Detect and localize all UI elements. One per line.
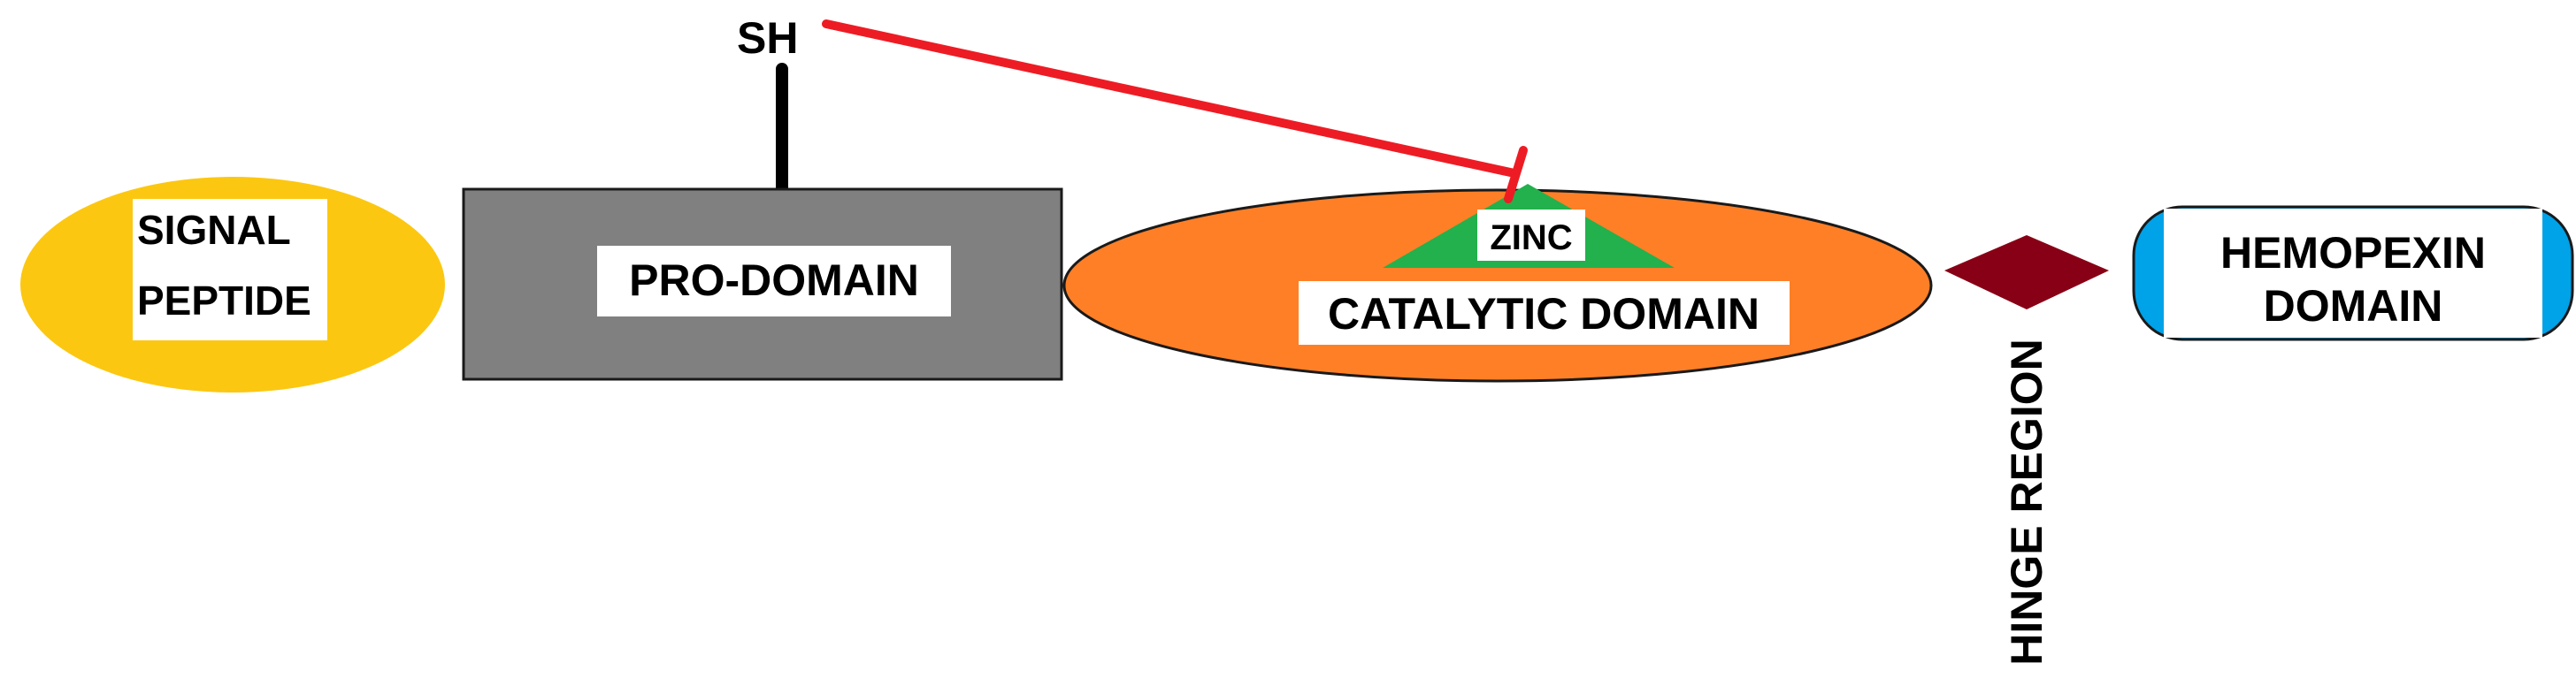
hemopexin-domain-label-line2: DOMAIN xyxy=(2264,281,2443,331)
hemopexin-domain: HEMOPEXIN DOMAIN xyxy=(2132,205,2574,341)
zinc-label-box xyxy=(1477,210,1585,261)
signal-peptide-label-line1: SIGNAL xyxy=(137,207,291,253)
pro-domain: PRO-DOMAIN xyxy=(462,187,1063,381)
hemopexin-domain-label-box xyxy=(2164,209,2542,338)
signal-peptide: SIGNAL PEPTIDE xyxy=(20,177,445,393)
pro-domain-label-box xyxy=(597,246,951,316)
hinge-region-label: HINGE REGION xyxy=(2002,339,2051,665)
hinge-region: HINGE REGION xyxy=(1944,235,2109,666)
catalytic-domain-label-box xyxy=(1299,281,1790,345)
thiol-group: SH xyxy=(737,13,798,202)
inhibition-line xyxy=(822,19,1519,178)
hemopexin-domain-label-line1: HEMOPEXIN xyxy=(2220,228,2486,278)
signal-peptide-label-box xyxy=(133,199,327,340)
signal-peptide-label-line2: PEPTIDE xyxy=(137,278,311,324)
catalytic-domain-label: CATALYTIC DOMAIN xyxy=(1328,289,1760,339)
pro-domain-label: PRO-DOMAIN xyxy=(629,255,919,305)
sh-label: SH xyxy=(737,13,798,63)
catalytic-domain: ZINC CATALYTIC DOMAIN xyxy=(1062,184,1933,383)
zinc-label: ZINC xyxy=(1490,218,1572,257)
hinge-region-diamond xyxy=(1944,235,2109,309)
inhibition-arrow xyxy=(822,19,1528,203)
inhibition-bar xyxy=(1504,146,1528,203)
